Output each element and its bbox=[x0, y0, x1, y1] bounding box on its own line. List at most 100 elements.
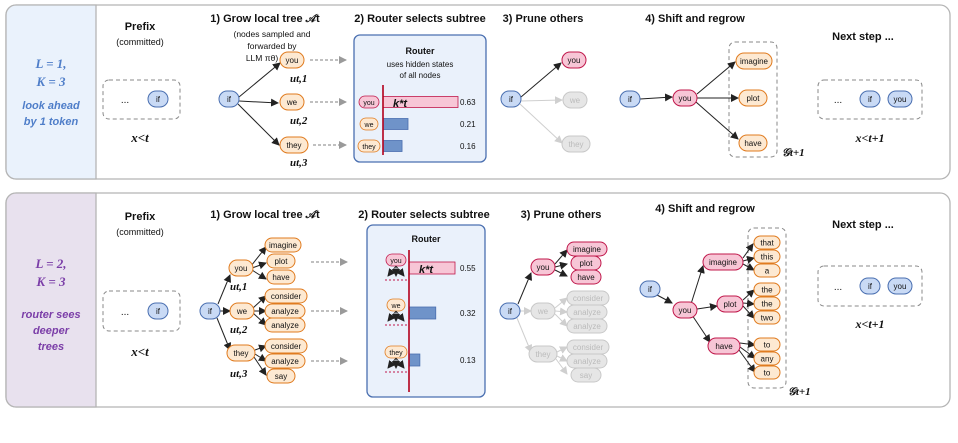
next-dots: ... bbox=[834, 95, 842, 106]
token-label: imagine bbox=[740, 57, 769, 66]
token-label: if bbox=[868, 95, 873, 104]
token-label: they bbox=[535, 350, 550, 359]
edge bbox=[690, 265, 705, 305]
step3-title: 3) Prune others bbox=[521, 209, 602, 221]
edge bbox=[516, 317, 533, 353]
router-bar-value: 0.13 bbox=[460, 356, 476, 365]
token-node bbox=[707, 337, 741, 355]
panel-1-param-k: K = 3 bbox=[35, 74, 66, 89]
next-step-title: Next step ... bbox=[832, 31, 894, 43]
token-node bbox=[738, 134, 768, 152]
panel-2-note-2: deeper bbox=[33, 325, 70, 337]
step4-title: 4) Shift and regrow bbox=[645, 13, 745, 25]
token-label: they bbox=[233, 349, 248, 358]
selected-subtree-label: k*t bbox=[393, 98, 408, 110]
edge bbox=[695, 101, 739, 140]
token-node bbox=[199, 302, 221, 320]
edge bbox=[742, 299, 755, 308]
next-variable: x<t+1 bbox=[854, 131, 884, 145]
token-node bbox=[530, 258, 556, 276]
g-label: 𝒢t+1 bbox=[788, 386, 811, 398]
token-node bbox=[147, 302, 169, 320]
token-node bbox=[672, 89, 698, 107]
g-label: 𝒢t+1 bbox=[782, 147, 805, 159]
edge bbox=[250, 246, 267, 267]
token-node bbox=[753, 351, 781, 366]
edge bbox=[742, 305, 755, 319]
router-category-node bbox=[358, 95, 380, 109]
token-label: you bbox=[235, 264, 248, 273]
token-node bbox=[753, 337, 781, 352]
token-node bbox=[266, 368, 296, 384]
token-label: consider bbox=[573, 343, 604, 352]
token-node bbox=[264, 317, 306, 333]
token-node bbox=[753, 296, 781, 311]
token-node bbox=[279, 136, 309, 154]
token-node bbox=[887, 277, 913, 295]
router-category-node bbox=[357, 139, 381, 153]
token-node bbox=[753, 235, 781, 250]
token-label: this bbox=[761, 253, 773, 262]
selected-subtree-label: k*t bbox=[419, 264, 434, 276]
token-node bbox=[716, 295, 744, 313]
token-node bbox=[264, 353, 306, 369]
regrow-box bbox=[747, 227, 787, 389]
token-label: consider bbox=[271, 292, 302, 301]
token-label: consider bbox=[573, 294, 604, 303]
panel-2-note-1: router sees bbox=[21, 309, 80, 321]
utag: ut,1 bbox=[290, 73, 307, 85]
edge bbox=[519, 103, 563, 144]
token-node bbox=[753, 282, 781, 297]
token-label: we bbox=[537, 307, 549, 316]
edge bbox=[254, 353, 267, 362]
token-label: we bbox=[286, 98, 298, 107]
router-subtree-edge bbox=[395, 310, 405, 322]
utag: ut,2 bbox=[290, 115, 308, 127]
prefix-dots: ... bbox=[121, 95, 129, 106]
token-label: any bbox=[761, 355, 774, 364]
token-label: imagine bbox=[269, 241, 298, 250]
token-label: if bbox=[508, 307, 513, 316]
edge bbox=[554, 297, 568, 309]
edge bbox=[742, 263, 755, 271]
edge bbox=[251, 269, 267, 280]
edge bbox=[237, 103, 280, 146]
router-bar bbox=[408, 306, 437, 320]
token-label: analyze bbox=[573, 322, 601, 331]
step1-title: 1) Grow local tree 𝒜t bbox=[210, 13, 320, 25]
token-label: we bbox=[236, 307, 248, 316]
token-node bbox=[500, 90, 522, 108]
token-label: plot bbox=[275, 257, 289, 266]
token-node bbox=[570, 269, 602, 285]
router-category-label: you bbox=[363, 100, 374, 107]
utag: ut,2 bbox=[230, 324, 248, 336]
token-node bbox=[226, 344, 256, 362]
router-bar-value: 0.16 bbox=[460, 142, 476, 151]
edge bbox=[556, 354, 568, 362]
token-node bbox=[738, 89, 768, 107]
token-label: they bbox=[286, 141, 301, 150]
panel-2-note-3: trees bbox=[38, 341, 64, 353]
router-bar-value: 0.63 bbox=[460, 98, 476, 107]
edge bbox=[555, 358, 568, 375]
token-label: imagine bbox=[709, 258, 738, 267]
router-category-label: we bbox=[364, 122, 374, 129]
edge bbox=[252, 312, 267, 326]
token-node bbox=[639, 280, 661, 298]
edge bbox=[251, 261, 267, 270]
panel-1-label-box bbox=[5, 4, 97, 180]
token-node bbox=[528, 345, 558, 363]
router-bar bbox=[382, 118, 409, 130]
edge bbox=[517, 272, 532, 305]
edge bbox=[556, 346, 568, 354]
token-node bbox=[229, 302, 255, 320]
token-label: have bbox=[744, 139, 762, 148]
token-node bbox=[619, 90, 641, 108]
edge bbox=[738, 349, 756, 373]
step1-title: 1) Grow local tree 𝒜t bbox=[210, 209, 320, 221]
edge bbox=[520, 96, 563, 105]
token-node bbox=[753, 249, 781, 264]
token-node bbox=[561, 51, 587, 69]
router-category-label: they bbox=[389, 350, 403, 357]
edge bbox=[742, 289, 755, 301]
